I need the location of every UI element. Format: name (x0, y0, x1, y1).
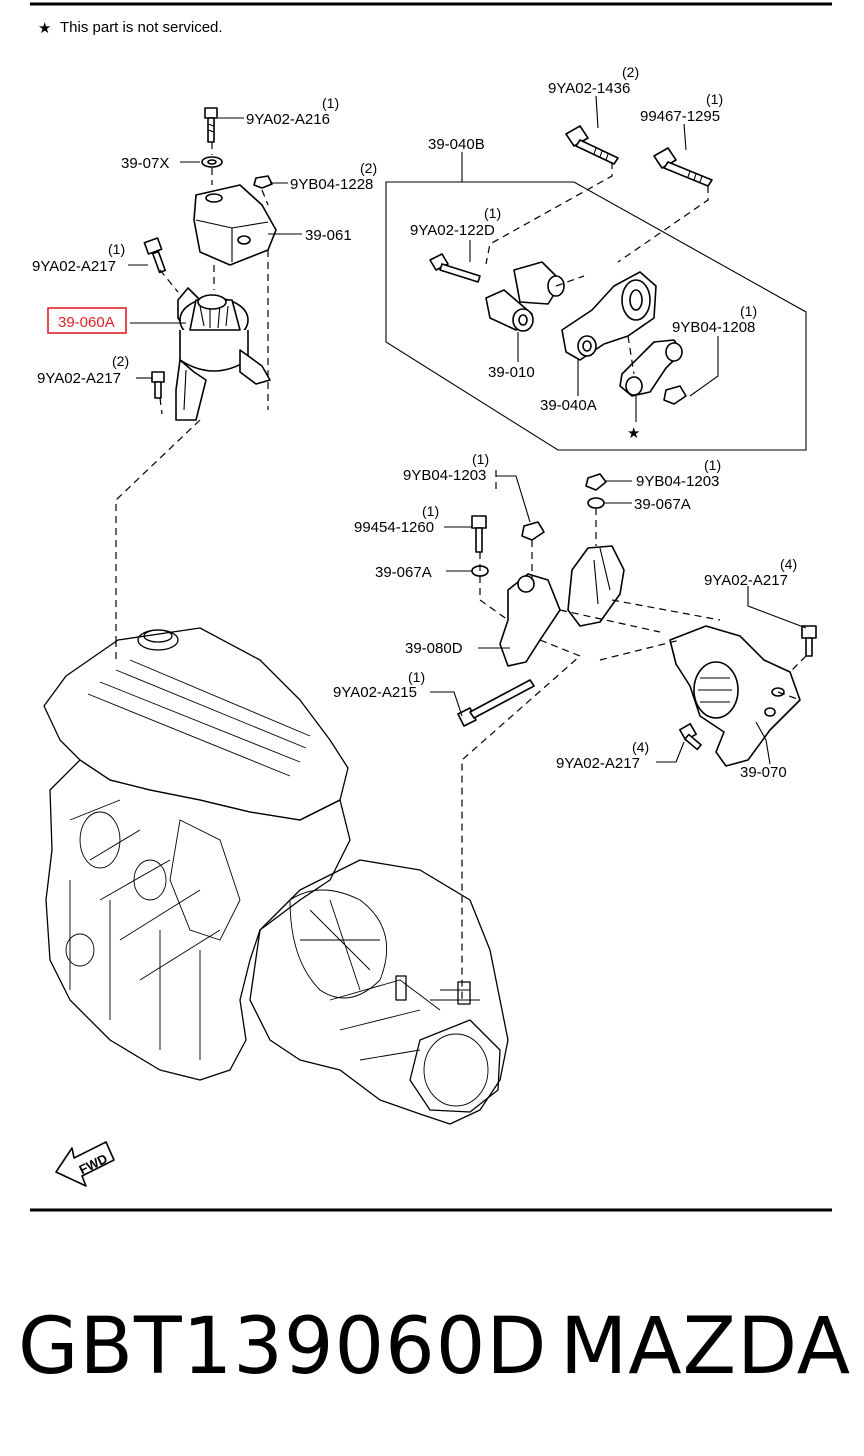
bolt-9ya02-a217-bottom[interactable] (679, 723, 702, 751)
label-39-061: 39-061 (305, 227, 352, 244)
qty-9ya02-1436: (2) (622, 64, 639, 80)
nut-9yb04-1228[interactable] (253, 175, 273, 189)
qty-9yb04-1208: (1) (740, 303, 757, 319)
label-39-040b: 39-040B (428, 136, 485, 153)
label-9ya02-a217-right: 9YA02-A217 (704, 572, 788, 589)
qty-9ya02-a217-top: (1) (108, 241, 125, 257)
label-9ya02-a217-top: 9YA02-A217 (32, 258, 116, 275)
qty-9ya02-a217-bottom: (4) (632, 739, 649, 755)
nut-9yb04-1203-b[interactable] (585, 473, 607, 491)
qty-9ya02-a217-right: (4) (780, 556, 797, 572)
label-9ya02-a217-bottom: 9YA02-A217 (556, 755, 640, 772)
bolt-9ya02-a217-left[interactable] (151, 371, 165, 399)
part-number: GBT139060D (18, 1302, 548, 1392)
engine-transmission-illustration (43, 627, 509, 1125)
washer-39-067a-right[interactable] (587, 497, 605, 509)
bracket-star-part[interactable] (619, 339, 683, 397)
bracket-39-080d[interactable] (499, 545, 625, 667)
qty-9yb04-1203-b: (1) (704, 457, 721, 473)
label-9yb04-1203-a: 9YB04-1203 (403, 467, 486, 484)
label-9ya02-a216: 9YA02-A216 (246, 111, 330, 128)
star-note-symbol: ★ (38, 20, 51, 37)
bolt-9ya02-a217-top[interactable] (143, 237, 167, 274)
bolt-99467-1295[interactable] (653, 147, 713, 187)
label-39-080d: 39-080D (405, 640, 463, 657)
label-39-067a-right: 39-067A (634, 496, 691, 513)
bolt-99454-1260[interactable] (471, 515, 487, 553)
label-39-010: 39-010 (488, 364, 535, 381)
label-9yb04-1203-b: 9YB04-1203 (636, 473, 719, 490)
qty-9yb04-1203-a: (1) (472, 451, 489, 467)
mount-39-070[interactable] (669, 625, 801, 767)
bolt-9ya02-a217-right[interactable] (801, 625, 817, 657)
star-marker: ★ (627, 425, 640, 442)
nut-9yb04-1203-a[interactable] (521, 521, 545, 541)
bracket-39-061[interactable] (193, 184, 277, 266)
torque-rod-39-040a[interactable] (561, 271, 657, 361)
label-99454-1260: 99454-1260 (354, 519, 434, 536)
qty-9ya02-a215: (1) (408, 669, 425, 685)
bolt-9ya02-1436[interactable] (565, 125, 619, 165)
label-39-07x: 39-07X (121, 155, 169, 172)
not-serviced-note: This part is not serviced. (60, 19, 223, 36)
brand-name: MAZDA (560, 1302, 852, 1392)
label-9yb04-1208: 9YB04-1208 (672, 319, 755, 336)
label-39-060a[interactable]: 39-060A (58, 314, 115, 331)
label-9ya02-1436: 9YA02-1436 (548, 80, 630, 97)
bolt-9ya02-a216[interactable] (204, 107, 218, 143)
label-39-070: 39-070 (740, 764, 787, 781)
nut-9yb04-1208[interactable] (663, 385, 687, 405)
qty-9ya02-a216: (1) (322, 95, 339, 111)
label-9ya02-a215: 9YA02-A215 (333, 684, 417, 701)
qty-99454-1260: (1) (422, 503, 439, 519)
label-39-067a-left: 39-067A (375, 564, 432, 581)
group-box-39-040b (385, 181, 807, 451)
label-9ya02-a217-left: 9YA02-A217 (37, 370, 121, 387)
footer: GBT139060D MAZDA (0, 1292, 864, 1402)
qty-9ya02-122d: (1) (484, 205, 501, 221)
engine-mount-39-060a[interactable] (175, 287, 271, 421)
qty-9yb04-1228: (2) (360, 160, 377, 176)
qty-99467-1295: (1) (706, 91, 723, 107)
bolt-9ya02-a215[interactable] (457, 679, 535, 727)
bolt-9ya02-122d[interactable] (429, 253, 481, 283)
forward-direction-arrow: FWD (55, 1141, 115, 1187)
label-9yb04-1228: 9YB04-1228 (290, 176, 373, 193)
label-9ya02-122d: 9YA02-122D (410, 222, 495, 239)
label-99467-1295: 99467-1295 (640, 108, 720, 125)
qty-9ya02-a217-left: (2) (112, 353, 129, 369)
label-39-040a: 39-040A (540, 397, 597, 414)
bushing-39-010[interactable] (485, 261, 565, 332)
washer-39-07x[interactable] (201, 156, 223, 168)
highlight-box-39-060a[interactable] (47, 307, 127, 334)
